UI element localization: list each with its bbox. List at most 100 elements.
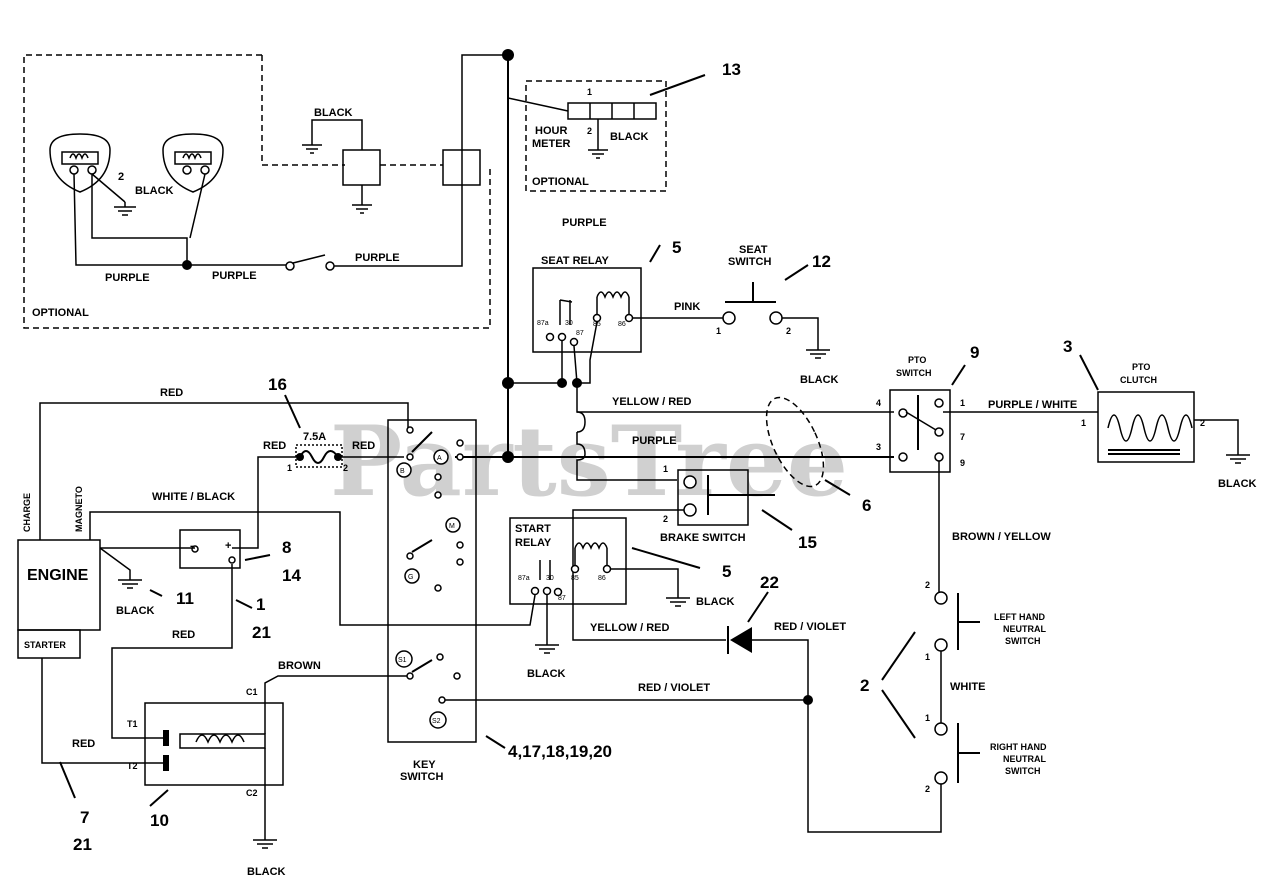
solenoid-T2: T2 [127, 761, 138, 771]
brake-switch-label: BRAKE SWITCH [660, 532, 746, 544]
fuse-rating: 7.5A [303, 431, 326, 443]
white-label: WHITE [950, 681, 985, 693]
light-ground-label: BLACK [135, 185, 174, 197]
start-relay: START RELAY 87a 30 87 85 86 [509, 517, 627, 605]
seat-switch-terminal-1: 1 [716, 326, 721, 336]
callout-21-bottom: 21 [73, 835, 92, 854]
ground-icon [1226, 454, 1250, 464]
optional-lights-group: OPTIONAL 2 BLACK [23, 54, 508, 329]
purple-white-label: PURPLE / WHITE [988, 399, 1077, 411]
key-terminal-B: B [400, 468, 405, 475]
pto-switch: PTO SWITCH 4 1 7 3 9 [876, 355, 965, 473]
pto-clutch-black-label: BLACK [1218, 478, 1257, 490]
callout-21-top: 21 [252, 623, 271, 642]
red-label-charge: RED [160, 387, 183, 399]
callout-3: 3 [1063, 337, 1072, 356]
ground-icon [666, 597, 690, 607]
right-neutral-switch: 1 2 RIGHT HAND NEUTRAL SWITCH [925, 713, 1047, 794]
pto-clutch-terminal-2: 2 [1200, 418, 1205, 428]
pink-label: PINK [674, 301, 700, 313]
light-connector-1 [342, 149, 381, 186]
headlight-right [162, 133, 224, 193]
seat-relay-87: 87 [576, 330, 584, 337]
right-neutral-label-1: RIGHT HAND [990, 742, 1047, 752]
callout-9: 9 [970, 343, 979, 362]
callout-13: 13 [722, 60, 741, 79]
key-terminal-G: G [408, 574, 413, 581]
red-label-battery: RED [172, 629, 195, 641]
seat-switch-label-1: SEAT [739, 244, 768, 256]
key-terminal-S2: S2 [432, 718, 441, 725]
yellow-red-label-bottom: YELLOW / RED [590, 622, 670, 634]
battery-minus: - [190, 540, 194, 552]
pto-terminal-1: 1 [960, 398, 965, 408]
right-neutral-terminal-1: 1 [925, 713, 930, 723]
start-relay-ground-black: BLACK [527, 668, 566, 680]
brake-switch: 1 2 BRAKE SWITCH [660, 464, 775, 544]
ground-icon [114, 202, 136, 216]
yellow-red-label-top: YELLOW / RED [612, 396, 692, 408]
callout-key-switch: 4,17,18,19,20 [508, 742, 612, 761]
right-neutral-label-2: NEUTRAL [1003, 754, 1046, 764]
pto-clutch: PTO CLUTCH 1 2 [1081, 362, 1205, 463]
callout-5-start-relay: 5 [722, 562, 731, 581]
black-label-light-relay: BLACK [314, 107, 353, 119]
pto-switch-label-1: PTO [908, 355, 926, 365]
callout-7: 7 [80, 808, 89, 827]
start-relay-30: 30 [546, 575, 554, 582]
ground-icon [302, 144, 322, 154]
left-neutral-terminal-1: 1 [925, 652, 930, 662]
magneto-label: MAGNETO [74, 486, 84, 532]
callout-10: 10 [150, 811, 169, 830]
ground-icon [806, 349, 830, 359]
ground-icon [535, 644, 559, 654]
ground-icon [253, 839, 277, 849]
start-relay-85: 85 [571, 575, 579, 582]
ground-icon [118, 579, 142, 589]
hour-meter-black-label: BLACK [610, 131, 649, 143]
watermark: PartsTree [330, 405, 848, 518]
hour-meter-group: 1 2 HOUR METER BLACK OPTIONAL 13 [507, 60, 741, 192]
pto-clutch-label-1: PTO [1132, 362, 1150, 372]
purple-label-feed: PURPLE [562, 217, 607, 229]
hour-meter-terminal-2: 2 [587, 126, 592, 136]
seat-relay-label: SEAT RELAY [541, 255, 610, 267]
fuse-terminal-2: 2 [343, 463, 348, 473]
hour-meter-terminal-1: 1 [587, 87, 592, 97]
key-terminal-S1: S1 [398, 657, 407, 664]
callout-1: 1 [256, 595, 265, 614]
engine: ENGINE STARTER CHARGE MAGNETO [17, 486, 101, 659]
key-terminal-A: A [437, 455, 442, 462]
purple-label-lights-1: PURPLE [105, 272, 150, 284]
start-relay-86: 86 [598, 575, 606, 582]
callout-15: 15 [798, 533, 817, 552]
solenoid-C1: C1 [246, 687, 258, 697]
harness-bundle [765, 396, 825, 488]
pto-clutch-label-2: CLUTCH [1120, 375, 1157, 385]
optional-label-lights: OPTIONAL [32, 307, 89, 319]
key-switch-label-2: SWITCH [400, 771, 443, 783]
start-relay-87a: 87a [518, 575, 530, 582]
pto-terminal-7: 7 [960, 432, 965, 442]
start-relay-label-2: RELAY [515, 537, 552, 549]
callout-6: 6 [862, 496, 871, 515]
right-neutral-terminal-2: 2 [925, 784, 930, 794]
hour-meter-label-1: HOUR [535, 125, 567, 137]
battery-ground-black: BLACK [116, 605, 155, 617]
hour-meter-label-2: METER [532, 138, 571, 150]
white-black-label: WHITE / BLACK [152, 491, 235, 503]
callout-14: 14 [282, 566, 301, 585]
light-switch [285, 254, 335, 271]
red-violet-label-diode: RED / VIOLET [774, 621, 846, 633]
light-terminal-2: 2 [118, 171, 124, 183]
seat-switch-label-2: SWITCH [728, 256, 771, 268]
left-neutral-switch: 2 1 LEFT HAND NEUTRAL SWITCH [925, 580, 1046, 662]
seat-switch: 1 2 SEAT SWITCH [716, 244, 791, 336]
fuse-terminal-1: 1 [287, 463, 292, 473]
light-connector-2 [442, 149, 481, 186]
ground-icon [588, 149, 608, 159]
key-switch-label-1: KEY [413, 759, 436, 771]
brake-terminal-1: 1 [663, 464, 668, 474]
callout-5-seat-relay: 5 [672, 238, 681, 257]
